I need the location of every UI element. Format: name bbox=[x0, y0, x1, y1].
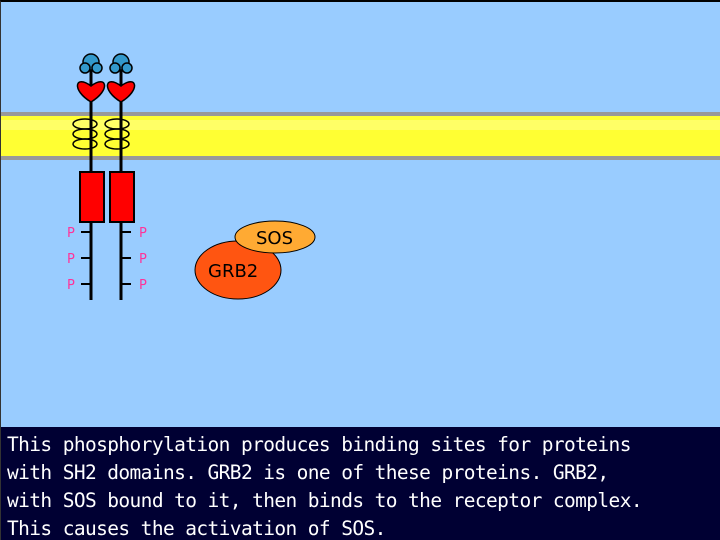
sos-label: SOS bbox=[256, 228, 293, 249]
caption-line: with SOS bound to it, then binds to the … bbox=[7, 487, 720, 515]
caption-line: This phosphorylation produces binding si… bbox=[7, 431, 720, 459]
receptor-right bbox=[105, 54, 135, 300]
grb2-label: GRB2 bbox=[208, 261, 258, 282]
receptor-diagram: P P P P P P SOS GRB2 bbox=[1, 2, 720, 427]
phosphate-label: P bbox=[139, 226, 147, 241]
caption-line: This causes the activation of SOS. bbox=[7, 515, 720, 540]
grb2-sos-complex: SOS GRB2 bbox=[195, 221, 315, 299]
phosphate-label: P bbox=[67, 252, 75, 267]
caption-box: This phosphorylation produces binding si… bbox=[1, 427, 720, 540]
phosphate-label: P bbox=[67, 226, 75, 241]
phosphate-label: P bbox=[67, 278, 75, 293]
caption-line: with SH2 domains. GRB2 is one of these p… bbox=[7, 459, 720, 487]
ligand-left bbox=[80, 54, 102, 73]
cell-membrane bbox=[1, 112, 720, 160]
ligand-right bbox=[110, 54, 132, 73]
receptor-left bbox=[73, 54, 105, 300]
phosphate-label: P bbox=[139, 278, 147, 293]
phosphate-label: P bbox=[139, 252, 147, 267]
